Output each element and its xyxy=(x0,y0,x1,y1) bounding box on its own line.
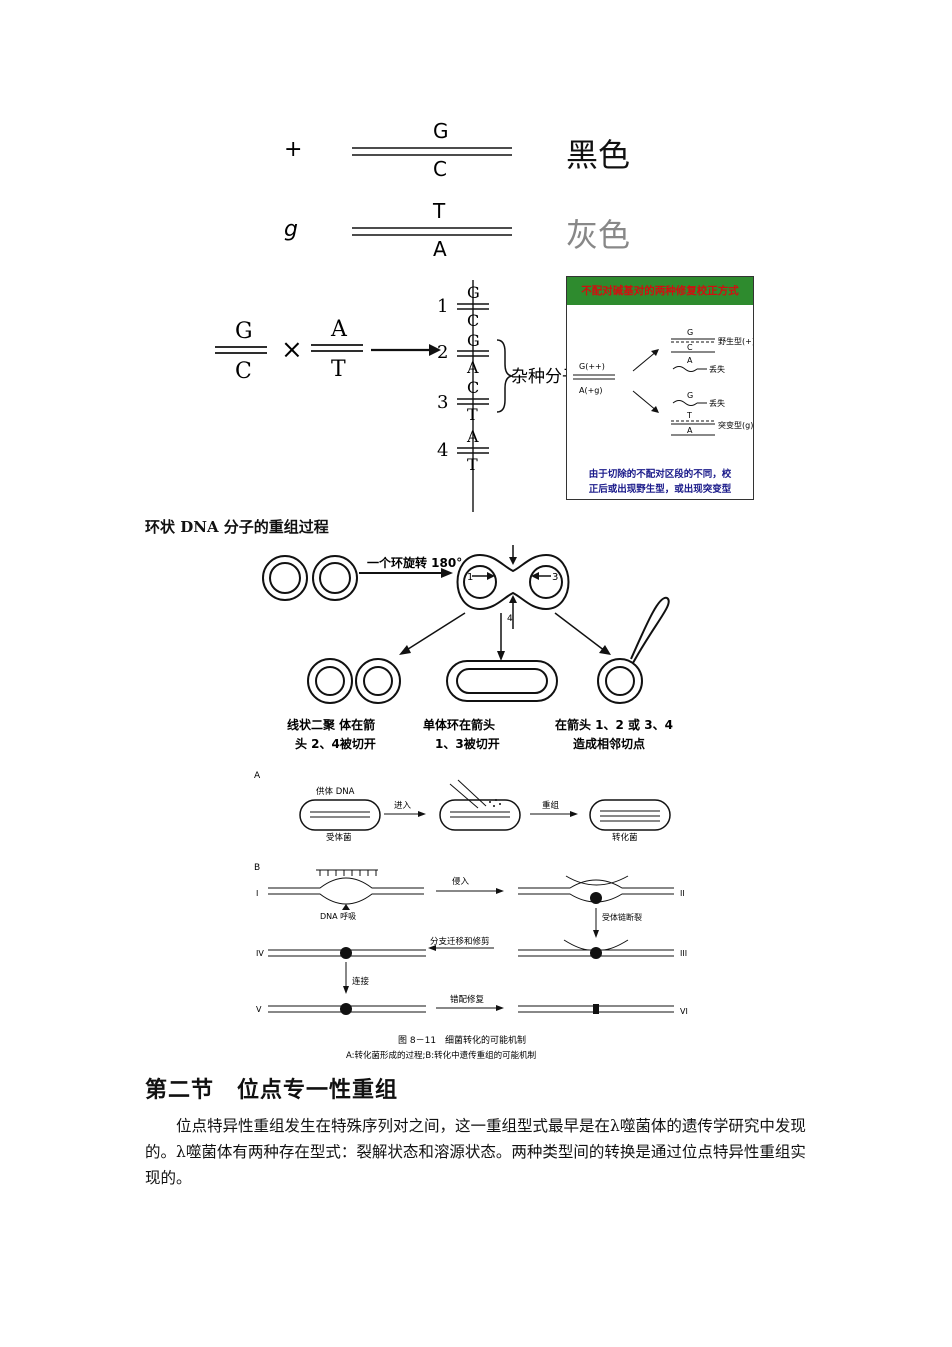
mutant-label: 突变型(g) xyxy=(718,420,753,430)
figure-caption-1: 图 8－11 细菌转化的可能机制 xyxy=(398,1034,526,1046)
allele-plus-symbol: + xyxy=(284,137,302,162)
recombine-label: 重组 xyxy=(542,800,560,811)
result-1: 1 G C xyxy=(437,283,489,330)
circular-dna-title: 环状 DNA 分子的重组过程 xyxy=(145,518,329,536)
roman-V: V xyxy=(256,1005,262,1014)
left-bottom-label: A(+g) xyxy=(579,386,603,395)
result-3: 3 C T xyxy=(437,378,489,424)
mismatch-repair-label: 错配修复 xyxy=(450,994,485,1005)
recipient-label: 受体菌 xyxy=(326,832,352,843)
transformation-figure: A 供体 DNA 受体菌 进入 重组 转化菌 B I DNA 呼吸 侵入 II … xyxy=(254,771,688,1061)
allele-base-C: C xyxy=(433,157,447,181)
lost2-base: G xyxy=(687,391,693,400)
rotate-label: 一个环旋转 180° xyxy=(367,555,462,570)
lost1-base: A xyxy=(687,356,693,365)
box-caption-1: 由于切除的不配对区段的不同，校 xyxy=(589,468,732,480)
result-number: 4 xyxy=(437,440,448,461)
result-top-base: A xyxy=(466,427,479,446)
outcome3-label-1: 在箭头 1、2 或 3、4 xyxy=(555,717,673,732)
dna-breathing-label: DNA 呼吸 xyxy=(320,911,356,921)
section-paragraph: 位点特异性重组发生在特殊序列对之间，这一重组型式最早是在λ噬菌体的遗传学研究中发… xyxy=(145,1117,806,1187)
section-title: 第二节 位点专一性重组 xyxy=(145,1078,399,1103)
wild-bottom: C xyxy=(687,343,693,352)
wild-top: G xyxy=(687,328,693,337)
donor-dna-label: 供体 DNA xyxy=(316,786,355,797)
allele-base-T: T xyxy=(432,199,446,223)
panel-b-label: B xyxy=(254,863,260,873)
allele-figure: + G C 黑色 g T A 灰色 xyxy=(284,119,630,261)
cross-right-bottom: T xyxy=(331,357,346,382)
mutant-bottom: A xyxy=(687,426,693,435)
result-bottom-base: T xyxy=(467,405,478,424)
recipient-break-label: 受体链断裂 xyxy=(602,912,642,922)
result-2: 2 G A xyxy=(437,331,489,377)
result-bottom-base: A xyxy=(466,358,479,377)
lost2-label: 丢失 xyxy=(709,398,725,408)
outcome3-label-2: 造成相邻切点 xyxy=(573,736,645,751)
result-top-base: G xyxy=(467,331,480,350)
cross-figure: G C × A T 1 G C 2 G A 3 C T 4 A T 杂种分子 xyxy=(215,280,575,512)
roman-IV: IV xyxy=(256,949,264,958)
outcome2-label-2: 1、3被切开 xyxy=(435,736,500,751)
wild-label: 野生型(+) xyxy=(718,336,753,346)
enter-label: 进入 xyxy=(394,801,412,811)
circular-recombination-figure: 一个环旋转 180° 1 3 4 线状二聚 体在箭 头 2、4被切开 单体环在箭… xyxy=(262,545,673,751)
arrow-1-label: 1 xyxy=(467,572,473,583)
outcome1-label-2: 头 2、4被切开 xyxy=(295,736,376,751)
left-top-label: G(++) xyxy=(579,362,605,371)
repair-diagram: G(++) A(+g) G C 野生型(+) A 丢失 G 丢失 T A 突变型… xyxy=(573,328,753,495)
cross-left-top: G xyxy=(235,319,253,344)
outcome1-label-1: 线状二聚 体在箭 xyxy=(287,717,375,732)
arrow-4-label: 4 xyxy=(507,614,513,624)
result-number: 3 xyxy=(437,392,448,413)
roman-I: I xyxy=(256,889,258,898)
arrow-down xyxy=(632,390,658,412)
mutant-top: T xyxy=(686,411,692,420)
outcome2-label-1: 单体环在箭头 xyxy=(423,717,495,732)
hybrid-label: 杂种分子 xyxy=(511,367,575,387)
invade-label: 侵入 xyxy=(452,876,470,887)
mismatch-repair-box: 不配对碱基对的两种修复校正方式 G(++) A(+g) G C 野生型(+) A… xyxy=(566,276,754,500)
roman-III: III xyxy=(680,949,687,958)
transformed-label: 转化菌 xyxy=(612,832,638,843)
roman-VI: VI xyxy=(680,1007,688,1016)
cross-sign: × xyxy=(281,335,303,365)
allele-g-symbol: g xyxy=(284,217,298,242)
allele-base-G: G xyxy=(433,119,449,143)
result-number: 1 xyxy=(437,296,448,317)
result-bottom-base: C xyxy=(467,311,479,330)
result-top-base: G xyxy=(467,283,480,302)
cross-left-bottom: C xyxy=(235,359,252,384)
branch-migration-label: 分支迁移和修剪 xyxy=(430,936,490,947)
hybrid-brace xyxy=(496,339,514,413)
cross-right-top: A xyxy=(330,317,348,342)
box-caption-2: 正后或出现野生型，或出现突变型 xyxy=(589,483,732,495)
result-4: 4 A T xyxy=(437,427,489,474)
figure-caption-2: A:转化菌形成的过程;B:转化中遗传重组的可能机制 xyxy=(346,1050,536,1061)
result-top-base: C xyxy=(467,378,479,397)
phenotype-black: 黑色 xyxy=(566,136,630,174)
allele-base-A: A xyxy=(433,237,447,261)
panel-a-label: A xyxy=(254,771,261,781)
lost1-label: 丢失 xyxy=(709,364,725,374)
result-number: 2 xyxy=(437,342,448,363)
box-header: 不配对碱基对的两种修复校正方式 xyxy=(567,277,753,305)
result-bottom-base: T xyxy=(467,455,478,474)
cross-arrowhead xyxy=(429,344,441,356)
arrow-3-label: 3 xyxy=(552,572,558,583)
ligation-label: 连接 xyxy=(352,976,370,987)
phenotype-gray: 灰色 xyxy=(566,216,630,254)
arrow-up xyxy=(632,350,658,372)
roman-II: II xyxy=(680,889,685,898)
